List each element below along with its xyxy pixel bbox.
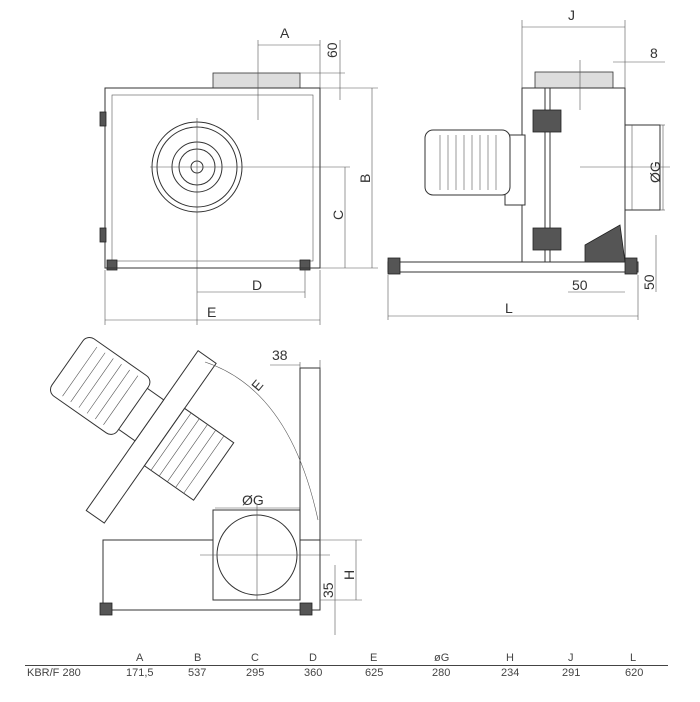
- dim-l-label: L: [505, 300, 513, 316]
- dim-g-label: ØG: [647, 161, 663, 183]
- dim-8-label: 8: [650, 45, 658, 61]
- col-header-h: H: [506, 652, 514, 664]
- side-view: J 8 ØG 50 50 L: [387, 7, 670, 320]
- dim-b-label: B: [357, 174, 373, 183]
- col-header-l: L: [630, 652, 637, 664]
- cell-e: 625: [365, 667, 384, 679]
- dim-e-label: E: [207, 304, 216, 320]
- col-header-g: øG: [434, 652, 450, 664]
- cell-a: 171,5: [126, 667, 154, 679]
- row-model: KBR/F 280: [27, 667, 81, 679]
- cell-d: 360: [304, 667, 323, 679]
- dim-50h-label: 50: [641, 274, 657, 290]
- cell-l: 620: [625, 667, 644, 679]
- dim-e-tilt-label: E: [248, 376, 266, 393]
- col-header-a: A: [136, 652, 144, 664]
- col-header-d: D: [309, 652, 317, 664]
- cell-c: 295: [246, 667, 265, 679]
- dim-a-label: A: [280, 25, 290, 41]
- dim-h-label: H: [341, 570, 357, 580]
- dim-d-label: D: [252, 277, 262, 293]
- col-header-e: E: [370, 652, 378, 664]
- col-header-j: J: [568, 652, 574, 664]
- cell-b: 537: [188, 667, 207, 679]
- dim-35-label: 35: [320, 582, 336, 598]
- col-header-c: C: [251, 652, 259, 664]
- dim-j-label: J: [568, 7, 575, 23]
- cell-g: 280: [432, 667, 451, 679]
- cell-h: 234: [501, 667, 520, 679]
- front-view: A 60 B C D E: [99, 25, 378, 325]
- dim-38-label: 38: [272, 347, 288, 363]
- tilted-view: 38 E ØG H 35: [50, 336, 362, 635]
- dim-60-label: 60: [324, 42, 340, 58]
- dim-g-tilt-label: ØG: [242, 492, 264, 508]
- table-rule: [25, 665, 668, 666]
- cell-j: 291: [562, 667, 581, 679]
- dim-50w-label: 50: [572, 277, 588, 293]
- col-header-b: B: [194, 652, 202, 664]
- dim-c-label: C: [330, 210, 346, 220]
